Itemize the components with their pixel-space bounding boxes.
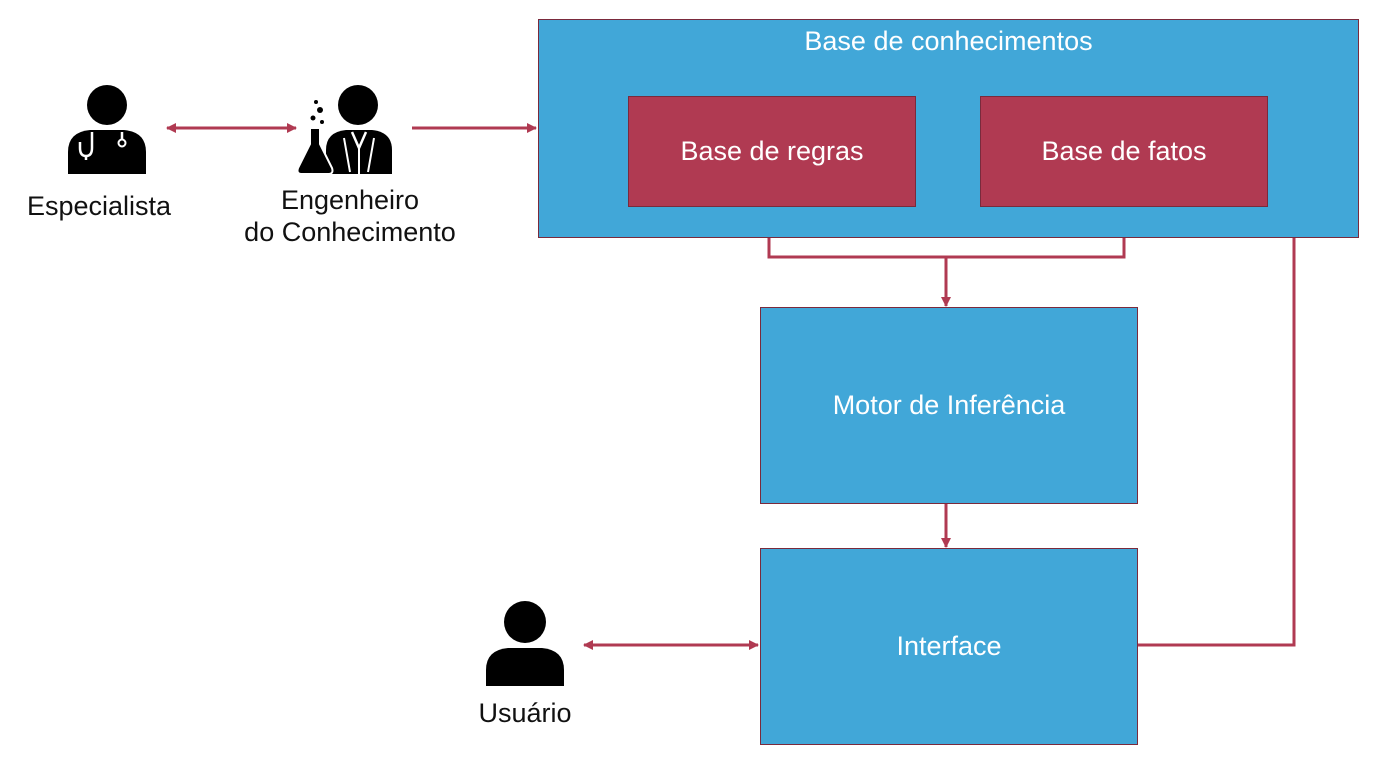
interface-box: Interface — [760, 548, 1138, 745]
facts-base-label: Base de fatos — [1041, 136, 1207, 166]
interface-label: Interface — [896, 631, 1002, 661]
facts-base-box: Base de fatos — [980, 96, 1268, 207]
rules-base-label: Base de regras — [680, 136, 864, 166]
doctor-icon — [68, 85, 146, 174]
engineer-label-line1: Engenheiro — [280, 185, 420, 215]
user-icon — [486, 601, 564, 686]
rules-base-box: Base de regras — [628, 96, 916, 207]
inference-engine-label: Motor de Inferência — [832, 390, 1066, 420]
user-label: Usuário — [478, 698, 572, 728]
engineer-label-line2: do Conhecimento — [244, 217, 456, 247]
specialist-label: Especialista — [26, 191, 172, 221]
engineer-label: Engenheiro do Conhecimento — [220, 184, 480, 248]
scientist-icon — [296, 85, 392, 174]
knowledge-base-title: Base de conhecimentos — [804, 26, 1093, 56]
inference-engine-box: Motor de Inferência — [760, 307, 1138, 504]
